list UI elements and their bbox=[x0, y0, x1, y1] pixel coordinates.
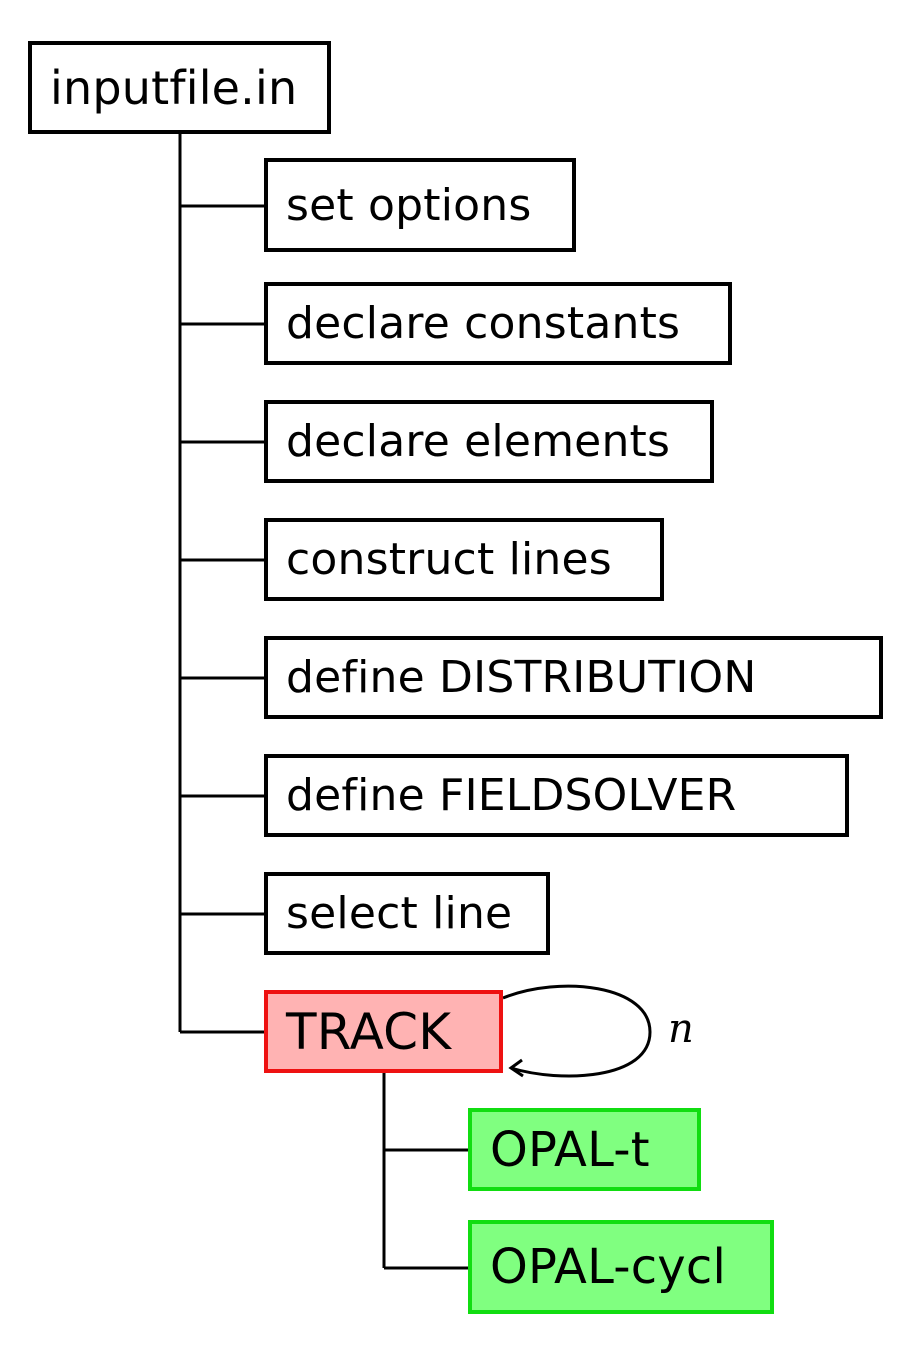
step-label: construct lines bbox=[286, 534, 612, 585]
step-define-distribution: define DISTRIBUTION bbox=[264, 636, 883, 719]
step-select-line: select line bbox=[264, 872, 550, 955]
step-declare-constants: declare constants bbox=[264, 282, 732, 365]
step-declare-elements: declare elements bbox=[264, 400, 714, 483]
loop-label-text: n bbox=[668, 1006, 694, 1052]
step-set-options: set options bbox=[264, 158, 576, 252]
step-construct-lines: construct lines bbox=[264, 518, 664, 601]
step-label: define DISTRIBUTION bbox=[286, 652, 757, 703]
sub-label: OPAL-cycl bbox=[490, 1239, 727, 1295]
loop-count-label: n bbox=[668, 1006, 694, 1052]
step-label: declare elements bbox=[286, 416, 671, 467]
step-define-fieldsolver: define FIELDSOLVER bbox=[264, 754, 849, 837]
sub-opal-t: OPAL-t bbox=[468, 1108, 701, 1191]
track-label: TRACK bbox=[286, 1002, 452, 1061]
loop-arrow bbox=[502, 984, 652, 1078]
step-label: declare constants bbox=[286, 298, 681, 349]
step-label: define FIELDSOLVER bbox=[286, 770, 737, 821]
root-node: inputfile.in bbox=[28, 41, 331, 134]
sub-label: OPAL-t bbox=[490, 1121, 650, 1178]
loop-arrowhead bbox=[508, 1058, 524, 1078]
step-label: set options bbox=[286, 179, 532, 231]
step-label: select line bbox=[286, 888, 513, 939]
track-node: TRACK bbox=[264, 990, 503, 1073]
sub-opal-cycl: OPAL-cycl bbox=[468, 1220, 774, 1314]
root-label: inputfile.in bbox=[50, 60, 298, 115]
